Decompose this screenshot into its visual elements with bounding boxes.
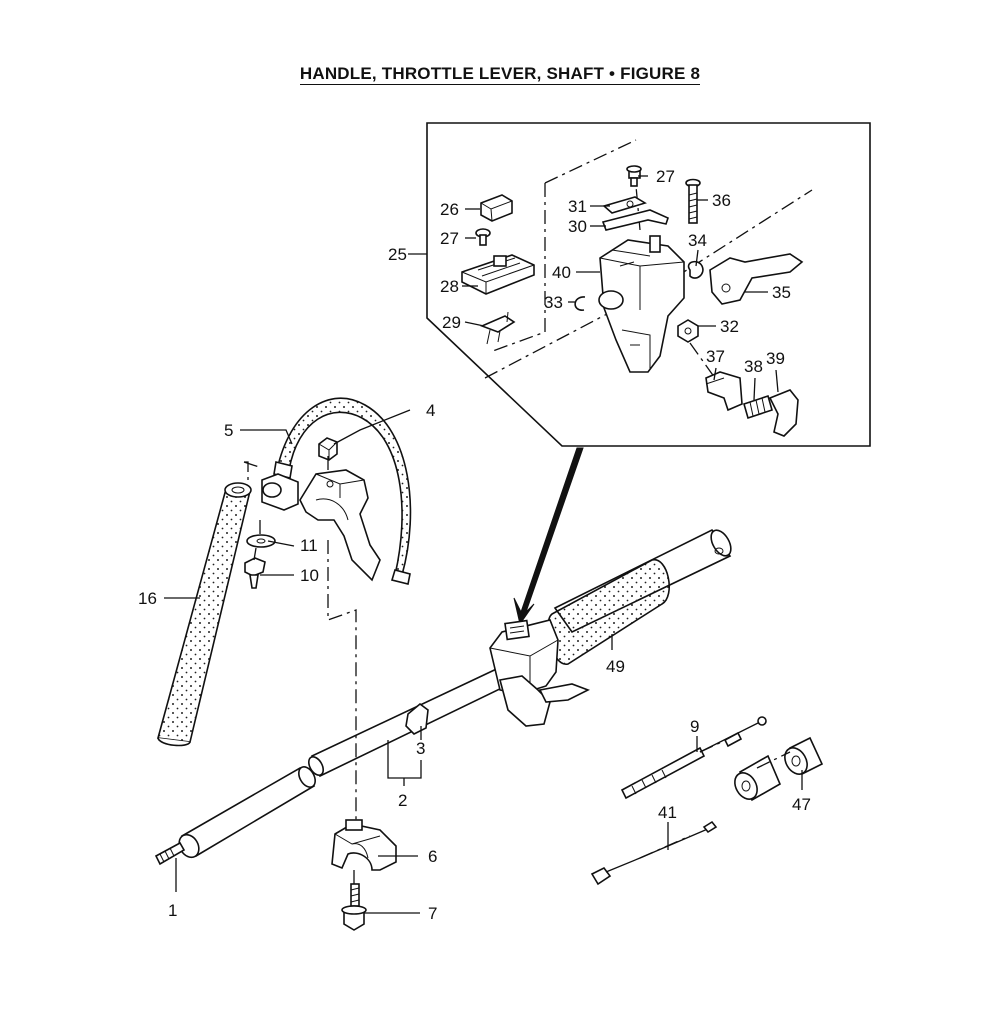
part-16-grip — [156, 482, 252, 747]
callout-11: 11 — [300, 536, 318, 555]
callout-6: 6 — [428, 847, 437, 866]
callout-38: 38 — [744, 357, 763, 376]
leader-lines — [164, 175, 803, 914]
part-30-lever — [601, 209, 669, 231]
callout-9: 9 — [690, 717, 699, 736]
part-26-cap — [480, 194, 513, 222]
callout-35: 35 — [772, 283, 791, 302]
callout-40: 40 — [552, 263, 571, 282]
part-39-trigger — [768, 389, 799, 437]
callout-1: 1 — [168, 901, 177, 920]
callout-26: 26 — [440, 200, 459, 219]
part-35-throttle-lever — [709, 253, 804, 305]
part-7-bolt — [341, 883, 367, 931]
callout-27-lower: 27 — [440, 229, 459, 248]
callout-37: 37 — [706, 347, 725, 366]
part-handle-clamp — [261, 469, 381, 582]
callout-41: 41 — [658, 803, 677, 822]
callout-30: 30 — [568, 217, 587, 236]
callout-47: 47 — [792, 795, 811, 814]
part-4-nut — [318, 437, 338, 461]
callout-3: 3 — [416, 739, 425, 758]
part-34-spring — [687, 260, 704, 279]
inset-frame — [426, 122, 871, 447]
part-10-bolt — [244, 557, 266, 589]
callout-39: 39 — [766, 349, 785, 368]
callout-2: 2 — [398, 791, 407, 810]
callout-34: 34 — [688, 231, 707, 250]
callout-5: 5 — [224, 421, 233, 440]
part-41-wire — [590, 820, 718, 886]
figure-title: HANDLE, THROTTLE LEVER, SHAFT • FIGURE 8 — [0, 64, 1000, 85]
shaft-assembly — [154, 528, 732, 866]
callout-33: 33 — [544, 293, 563, 312]
part-6-clamp — [331, 819, 397, 871]
callout-25: 25 — [388, 245, 407, 264]
part-36-screw — [685, 178, 701, 224]
part-47-damper — [734, 736, 824, 802]
callout-7: 7 — [428, 904, 437, 923]
part-37-pin — [705, 371, 743, 412]
part-9-cable — [620, 716, 767, 800]
figure-title-text: HANDLE, THROTTLE LEVER, SHAFT • FIGURE 8 — [299, 64, 701, 85]
part-40-housing — [598, 235, 685, 373]
inset-pointer-arrow — [513, 447, 584, 626]
callout-36: 36 — [712, 191, 731, 210]
callout-16: 16 — [138, 589, 157, 608]
part-28-switch-plate — [461, 254, 535, 295]
part-29-contact — [479, 311, 516, 345]
callout-28: 28 — [440, 277, 459, 296]
callout-4: 4 — [426, 401, 435, 420]
callout-labels: 1 2 3 4 5 6 7 9 10 11 16 25 26 27 27 28 … — [138, 167, 811, 923]
callout-49: 49 — [606, 657, 625, 676]
callout-29: 29 — [442, 313, 461, 332]
callout-10: 10 — [300, 566, 319, 585]
part-38-spring — [743, 394, 773, 420]
part-11-washer — [246, 534, 276, 548]
part-33-clip — [574, 296, 586, 311]
part-27-screw-upper — [626, 165, 642, 187]
callout-27-upper: 27 — [656, 167, 675, 186]
part-27-screw-lower — [475, 228, 491, 246]
part-31-spring — [602, 196, 647, 214]
callout-31: 31 — [568, 197, 587, 216]
part-32-nut — [677, 319, 699, 343]
callout-32: 32 — [720, 317, 739, 336]
